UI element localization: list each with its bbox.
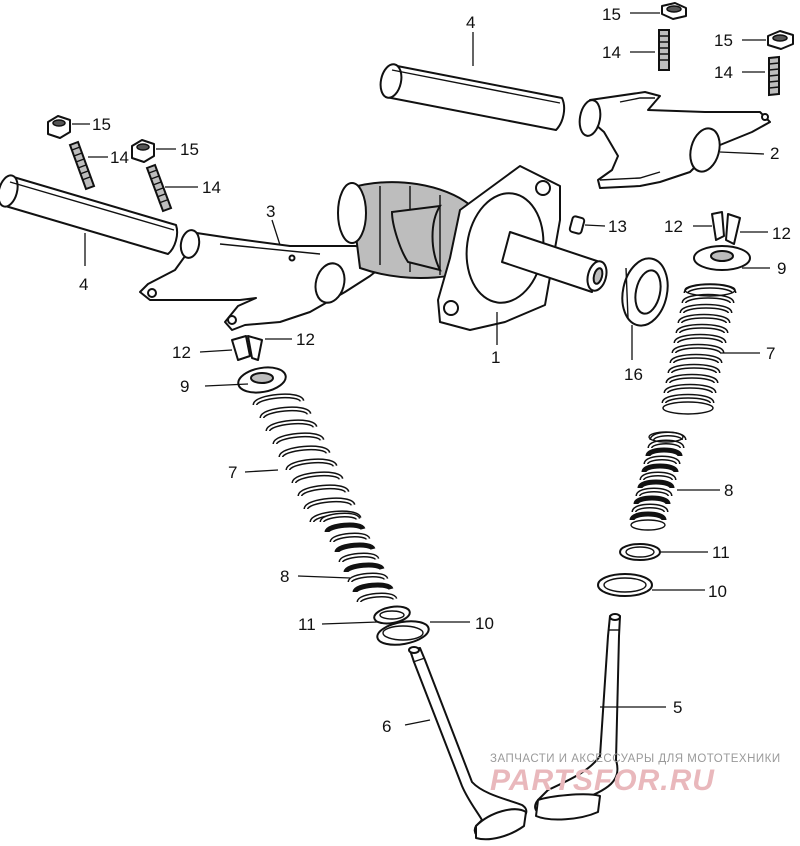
callout-15-left-a: 15 <box>92 115 111 134</box>
adjust-screw-upper-right <box>768 55 780 97</box>
callout-14-right-a: 14 <box>602 43 621 62</box>
callout-8-left: 8 <box>280 567 289 586</box>
lock-nut-upper-left <box>47 115 71 139</box>
callout-7-right: 7 <box>766 344 775 363</box>
cotters-right <box>711 211 741 245</box>
camshaft <box>337 165 608 331</box>
adjust-screw-mid-left <box>145 163 173 213</box>
callout-4-upper: 4 <box>466 13 475 32</box>
retainer-right <box>693 245 751 271</box>
inner-spring-left <box>319 512 398 604</box>
callout-6: 6 <box>382 717 391 736</box>
callout-11-left: 11 <box>298 615 316 634</box>
lock-nut-upper-right <box>767 30 794 50</box>
callout-1: 1 <box>491 348 500 367</box>
callout-14-left-b: 14 <box>202 178 221 197</box>
callout-12-left-b: 12 <box>296 330 315 349</box>
cotters-left <box>231 335 263 361</box>
outer-spring-right <box>661 283 737 415</box>
callout-4-lower: 4 <box>79 275 88 294</box>
valve-stack-right <box>597 211 751 597</box>
seat-washer-right <box>619 543 661 561</box>
callout-2: 2 <box>770 144 779 163</box>
callout-10-left: 10 <box>475 614 494 633</box>
callout-12-right-a: 12 <box>664 217 683 236</box>
callout-12-right-b: 12 <box>772 224 791 243</box>
intake-valve <box>534 613 621 821</box>
lock-nut-mid-left <box>131 139 155 163</box>
retainer-left <box>237 366 287 394</box>
callout-15-left-b: 15 <box>180 140 199 159</box>
callout-13: 13 <box>608 217 627 236</box>
callout-15-right-a: 15 <box>602 5 621 24</box>
oil-seal <box>621 257 669 327</box>
callout-11-right: 11 <box>712 543 730 562</box>
exhaust-valve <box>408 646 528 841</box>
outer-spring-left <box>252 393 362 524</box>
spring-seat-right <box>597 573 653 597</box>
callout-14-right-b: 14 <box>714 63 733 82</box>
callout-14-left-a: 14 <box>110 148 129 167</box>
dowel-pin <box>568 215 586 235</box>
watermark-caption: ЗАПЧАСТИ И АКСЕССУАРЫ ДЛЯ МОТОТЕХНИКИ <box>490 753 781 765</box>
rocker-shaft-lower <box>0 174 179 255</box>
seat-washer-left <box>373 605 411 625</box>
callout-16: 16 <box>624 365 643 384</box>
callout-7-left: 7 <box>228 463 237 482</box>
callout-3: 3 <box>266 202 275 221</box>
callout-15-right-b: 15 <box>714 31 733 50</box>
watermark: ЗАПЧАСТИ И АКСЕССУАРЫ ДЛЯ МОТОТЕХНИКИ PA… <box>490 753 781 797</box>
adjust-screw-upper-center <box>658 29 670 71</box>
valve-stack-left <box>231 335 430 646</box>
callout-5: 5 <box>673 698 682 717</box>
callout-10-right: 10 <box>708 582 727 601</box>
callout-9-left: 9 <box>180 377 189 396</box>
callout-labels: 1 2 3 4 4 5 6 7 7 8 8 9 9 10 10 11 11 12… <box>79 5 791 736</box>
spring-seat-left <box>376 620 430 646</box>
callout-9-right: 9 <box>777 259 786 278</box>
callout-12-left-a: 12 <box>172 343 191 362</box>
inner-spring-right <box>629 431 687 531</box>
callout-8-right: 8 <box>724 481 733 500</box>
adjust-screw-upper-left <box>68 140 96 191</box>
rocker-arm-right <box>578 91 771 189</box>
lock-nut-upper-center <box>661 2 687 20</box>
rocker-shaft-upper <box>379 63 566 131</box>
leader-lines <box>72 12 770 726</box>
watermark-brand: PARTSFOR.RU <box>490 764 715 797</box>
adjuster-screws-and-nuts <box>47 2 794 213</box>
